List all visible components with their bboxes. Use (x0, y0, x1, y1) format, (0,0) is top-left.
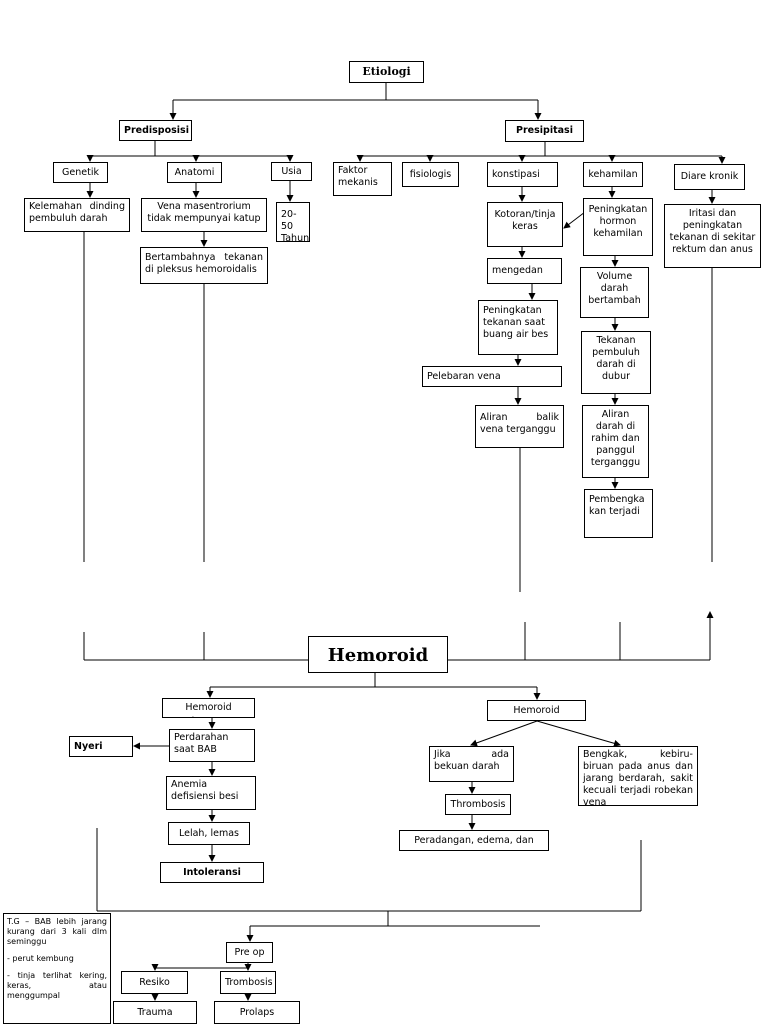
node-hemoroid-interna: Hemoroid interna (162, 698, 255, 718)
node-vena-masentrorium: Vena masentrorium tidak mempunyai katup (141, 198, 267, 232)
node-peradangan: Peradangan, edema, dan nyeri (399, 830, 549, 851)
node-thrombosis-eksterna: Thrombosis (445, 794, 511, 815)
node-usia: Usia (271, 162, 312, 181)
node-etiologi: Etiologi (349, 61, 424, 83)
node-tekanan-pembuluh: Tekanan pembuluh darah di dubur (581, 331, 651, 394)
node-iritasi: Iritasi dan peningkatan tekanan di sekit… (664, 204, 761, 268)
node-prolaps: Prolaps hemoroid (214, 1001, 300, 1024)
node-volume-darah: Volume darah bertambah (580, 267, 649, 318)
node-presipitasi: Presipitasi (505, 120, 584, 142)
node-pembengkakan: Pembengka kan terjadi (584, 489, 653, 538)
node-aliran-balik: Aliran balik vena terganggu (475, 405, 564, 448)
node-mengedan: mengedan (487, 258, 562, 284)
node-kotoran: Kotoran/tinja keras (487, 202, 563, 247)
node-resiko-nyeri: Resiko nyeri (121, 971, 188, 994)
node-anemia: Anemia defisiensi besi (166, 776, 256, 810)
note-line-3: - tinja terlihat kering, keras, atau men… (7, 971, 107, 1000)
node-anatomi: Anatomi (167, 162, 222, 183)
node-kelemahan: Kelemahan dinding pembuluh darah (24, 198, 130, 232)
node-fisiologis: fisiologis (402, 162, 459, 187)
node-pelebaran: Pelebaran vena hemorhoidalis (422, 366, 562, 387)
node-konstipasi: konstipasi (487, 162, 558, 187)
node-trombosis-pre-op: Trombosis (220, 971, 276, 994)
node-kehamilan: kehamilan (583, 162, 643, 187)
node-nyeri-akut: Nyeri akut (69, 736, 133, 757)
node-hemoroid-eksterna: Hemoroid eksterna (487, 700, 586, 721)
node-trauma-defekasi: Trauma defekasi (113, 1001, 197, 1024)
node-bertambahnya: Bertambahnya tekanan di pleksus hemoroid… (140, 247, 268, 284)
node-hemoroid: Hemoroid (308, 636, 448, 673)
node-aliran-rahim: Aliran darah di rahim dan panggul tergan… (582, 405, 649, 478)
note-line-1: T.G – BAB lebih jarang kurang dari 3 kal… (7, 917, 107, 946)
node-perdarahan: Perdarahan saat BAB (169, 729, 255, 762)
node-pre-op: Pre op (226, 942, 273, 963)
node-bengkak: Bengkak, kebiru-biruan pada anus dan jar… (578, 746, 698, 806)
note-box: T.G – BAB lebih jarang kurang dari 3 kal… (3, 913, 111, 1024)
node-diare-kronik: Diare kronik (674, 164, 745, 190)
node-peningkatan-hormon: Peningkatan hormon kehamilan (583, 198, 653, 256)
node-bekuan: Jika ada bekuan darah (429, 746, 514, 782)
node-lelah: Lelah, lemas (168, 822, 250, 845)
node-peningkatan-tekanan: Peningkatan tekanan saat buang air bes (478, 300, 558, 355)
node-faktor-mekanis: Faktor mekanis (333, 162, 392, 196)
note-line-2: - perut kembung (7, 954, 74, 963)
node-genetik: Genetik (53, 162, 108, 183)
node-intoleransi: Intoleransi aktivitas (160, 862, 264, 883)
node-usia-range: 20-50 Tahun (276, 202, 310, 242)
node-predisposisi: Predisposisi (119, 120, 192, 141)
